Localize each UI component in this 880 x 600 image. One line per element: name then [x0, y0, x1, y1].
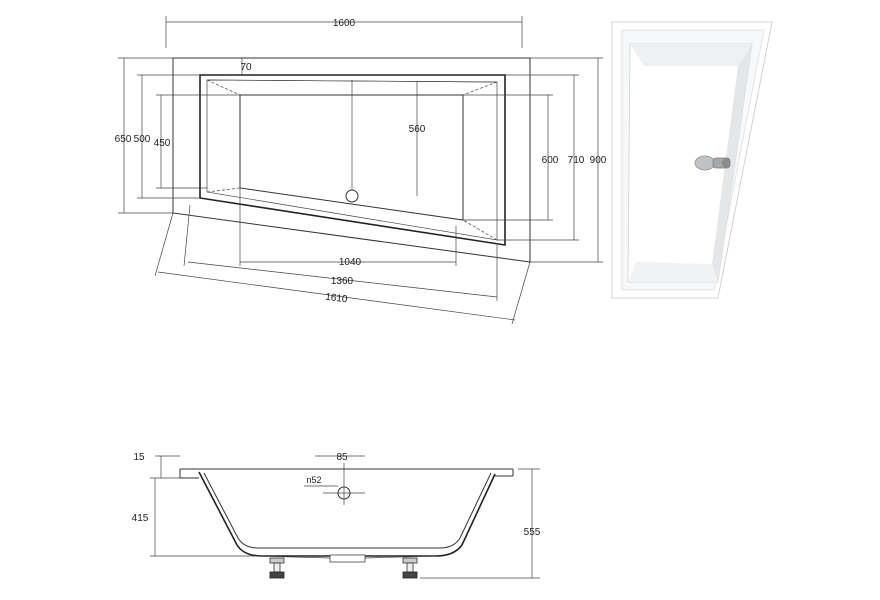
dim-left-inner: 450 — [154, 138, 171, 149]
dim-inner-depth: 415 — [132, 513, 149, 524]
dim-drain-offset: 85 — [336, 452, 348, 463]
dim-right-inner: 600 — [542, 155, 559, 166]
dim-center-depth: 560 — [409, 124, 426, 135]
bathtub-render — [611, 21, 773, 299]
dim-bottom-mid: 1360 — [331, 276, 354, 287]
dim-drain-dia: n52 — [306, 475, 321, 485]
dim-right-mid: 710 — [568, 155, 585, 166]
plan-rim-outline — [199, 74, 506, 246]
dim-right-outer: 900 — [590, 155, 607, 166]
section-inner-profile — [203, 472, 492, 549]
dim-inner-offset: 70 — [240, 62, 252, 73]
dim-total-height: 555 — [524, 527, 541, 538]
section-view: 15 85 n52 415 555 — [132, 452, 541, 579]
dim-left-mid: 500 — [134, 134, 151, 145]
dim-bottom-outer: 1610 — [325, 292, 349, 306]
bathtub-render-overflow — [694, 155, 731, 171]
plan-bowl-floor-outline — [239, 94, 464, 221]
plan-view: 1600 70 560 650 500 450 600 710 900 — [115, 16, 607, 325]
dim-rim: 15 — [133, 452, 145, 463]
dim-left-outer: 650 — [115, 134, 132, 145]
dim-top-width: 1600 — [333, 18, 356, 29]
plan-drain-circle — [345, 189, 359, 203]
dim-bottom-inner: 1040 — [339, 257, 362, 268]
section-right-foot — [402, 557, 418, 579]
section-left-foot — [269, 557, 285, 579]
